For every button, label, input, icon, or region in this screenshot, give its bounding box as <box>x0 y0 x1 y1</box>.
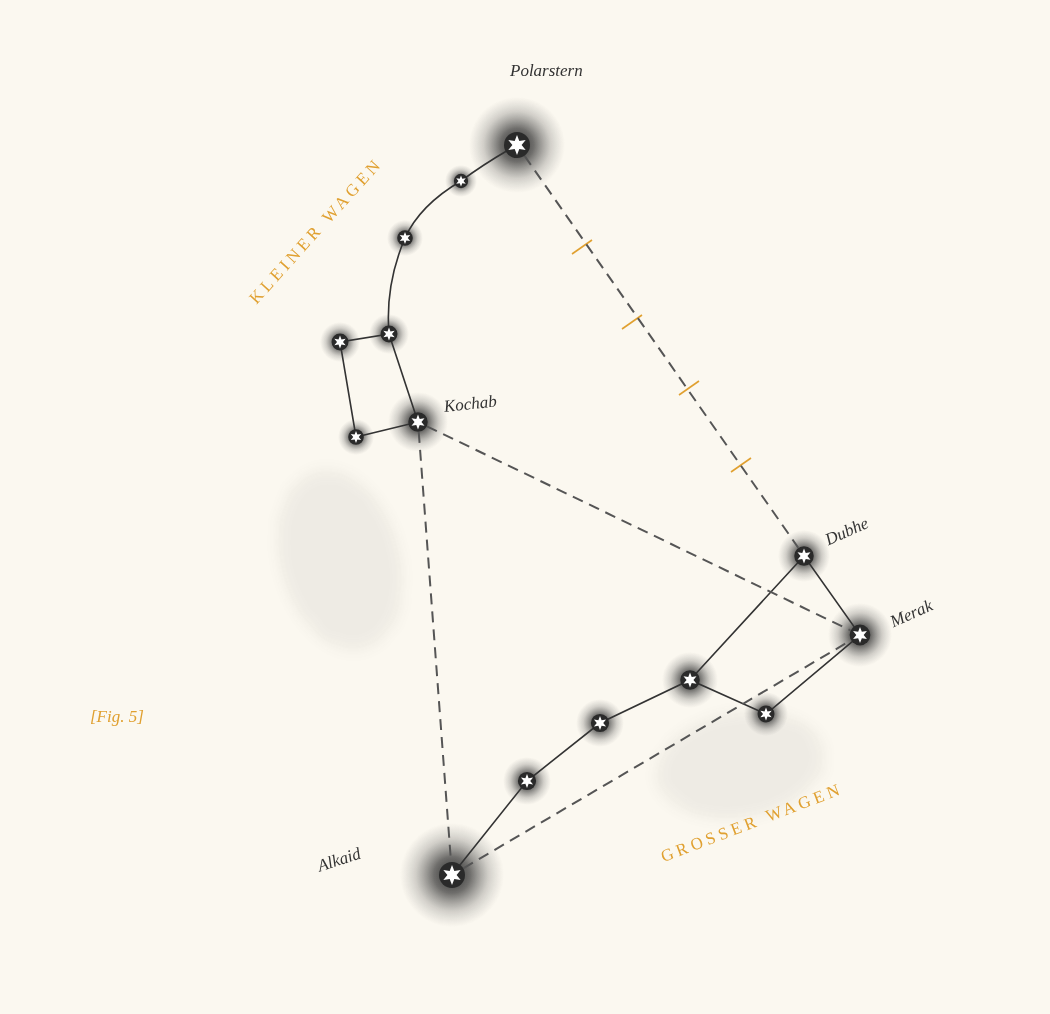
star-symbol <box>332 174 775 790</box>
dashed-guide-line <box>463 640 851 868</box>
star-symbol <box>844 619 876 651</box>
dashed-guide-line <box>419 432 451 862</box>
star-symbol <box>497 125 537 165</box>
star-node: Kochab <box>403 407 433 437</box>
star-name: Alkaid <box>315 845 362 875</box>
star-symbol <box>432 855 472 895</box>
constellation-name: GROSSER WAGEN <box>658 779 845 864</box>
figure-caption: [Fig. 5] <box>90 708 144 725</box>
dashed-guide-line <box>525 156 799 548</box>
dashed-guide-line <box>427 426 851 630</box>
star-node: Alkaid <box>432 855 472 895</box>
hatch-cloud <box>256 452 837 834</box>
constellation-name: KLEINER WAGEN <box>246 154 386 307</box>
star-name: Polarstern <box>510 62 583 79</box>
star-node: Dubhe <box>789 541 819 571</box>
star-symbol <box>403 407 433 437</box>
star-node: Merak <box>844 619 876 651</box>
star-name: Dubhe <box>823 514 871 548</box>
star-name: Kochab <box>443 393 497 415</box>
distance-tick <box>572 240 751 472</box>
star-node: Polarstern <box>497 125 537 165</box>
constellation-line <box>340 145 860 875</box>
star-name: Merak <box>888 597 935 631</box>
star-glow <box>320 97 892 927</box>
star-symbol <box>789 541 819 571</box>
